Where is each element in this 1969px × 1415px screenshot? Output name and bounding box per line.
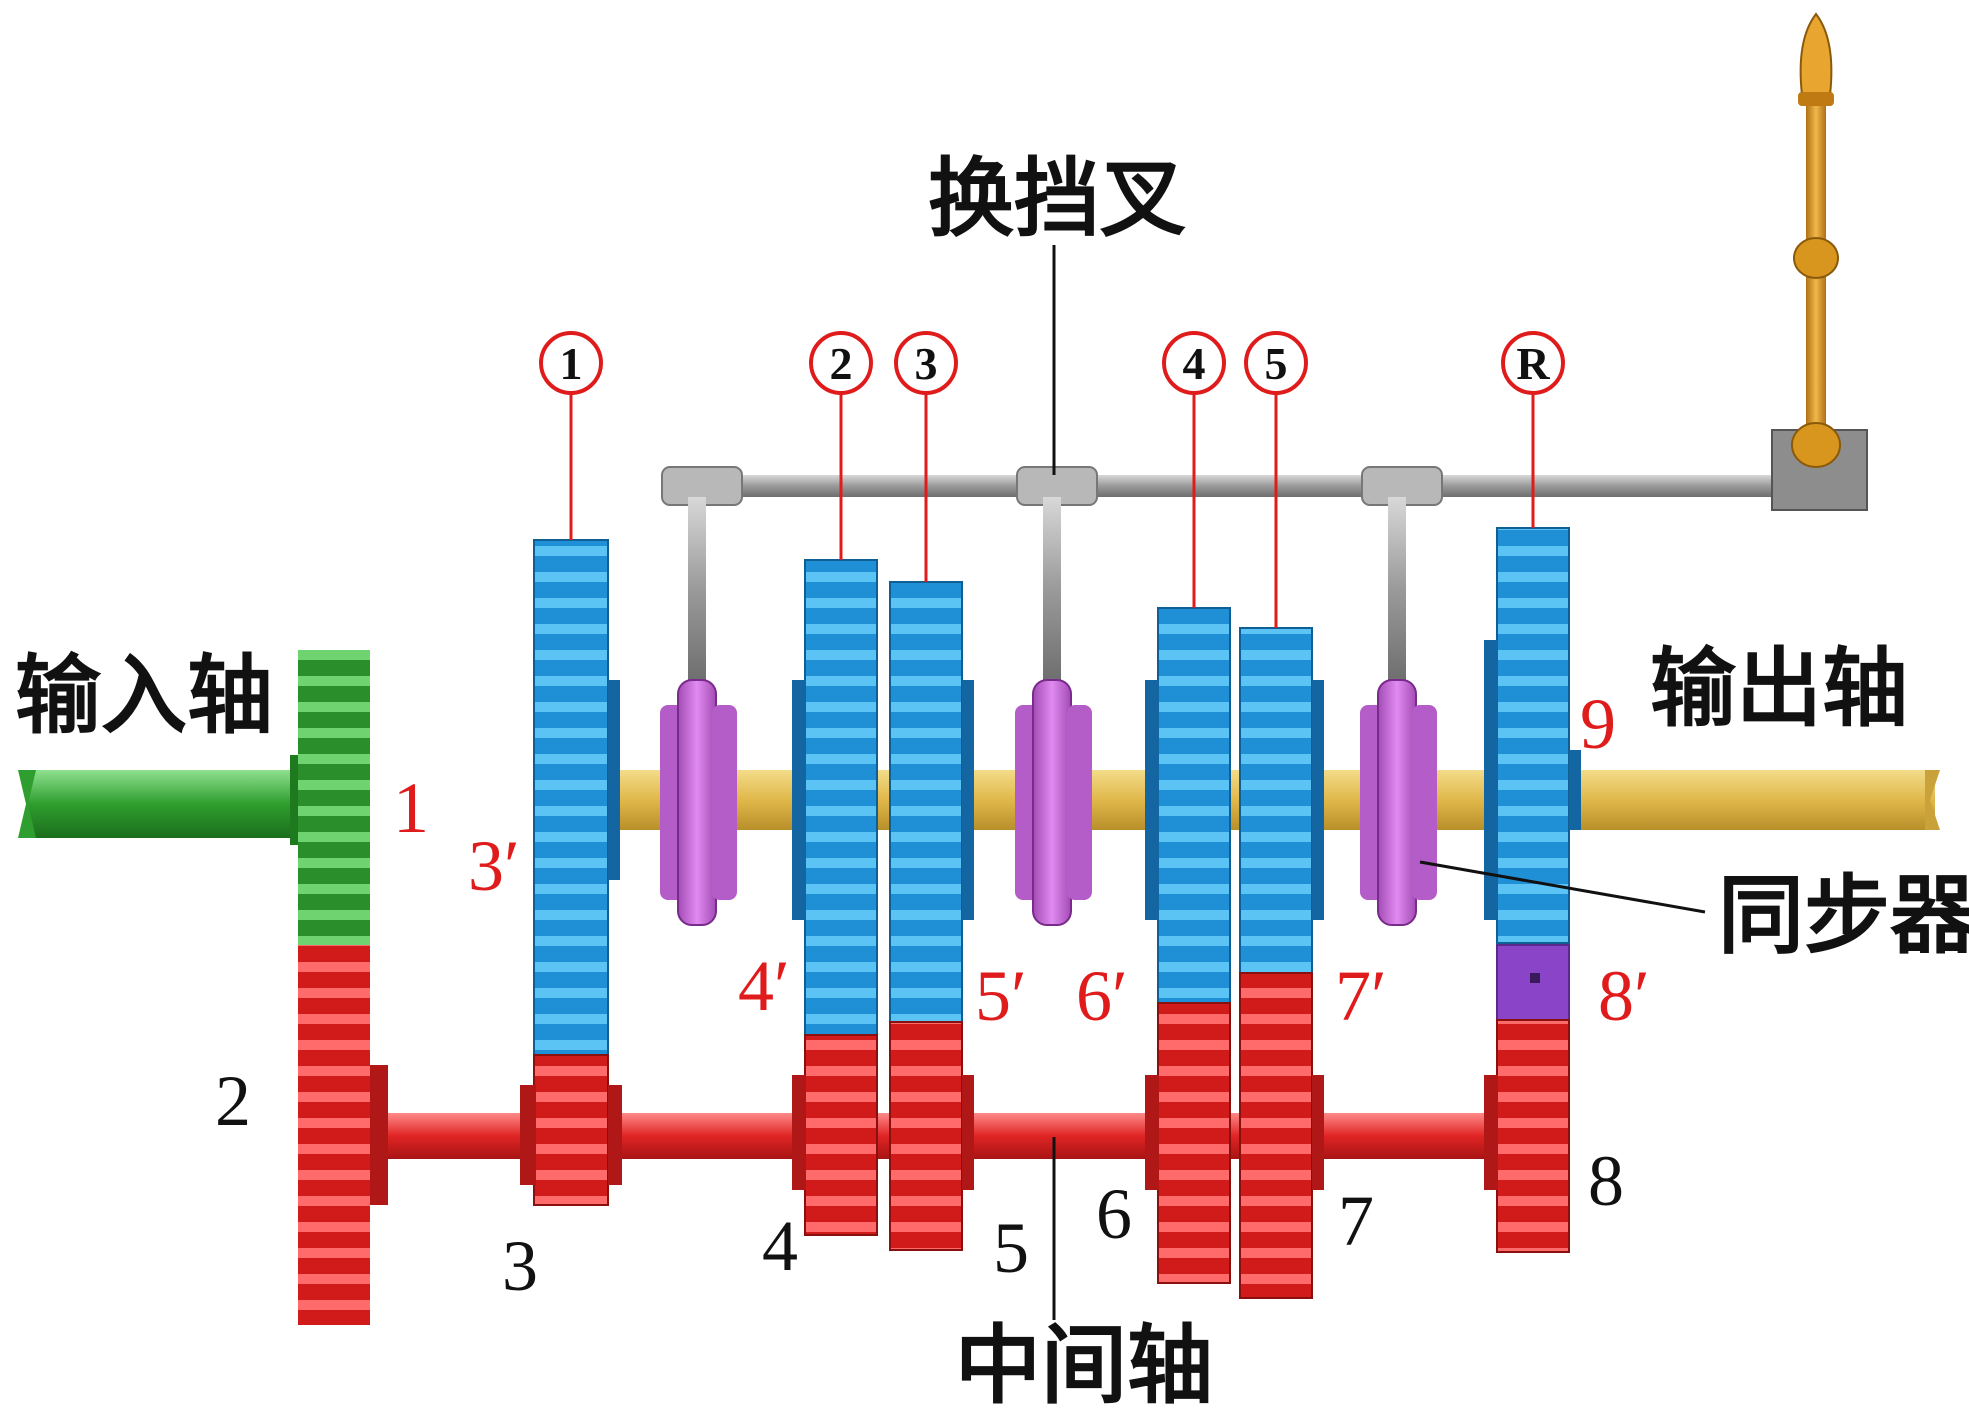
countershaft-drive-gear	[298, 945, 388, 1325]
gear-position-callouts: 1 2 3 4 5 R	[539, 331, 1565, 628]
num-red-3p: 3′	[468, 826, 520, 906]
num-red-6p: 6′	[1076, 956, 1128, 1036]
callout-2	[809, 331, 873, 395]
callout-3-label: 3	[915, 338, 938, 389]
synchronizer-3-4	[1015, 679, 1092, 926]
num-red-7p: 7′	[1335, 956, 1387, 1036]
callout-r	[1501, 331, 1565, 395]
synchronizer-label: 同步器	[1718, 866, 1969, 966]
output-shaft-label: 输出轴	[1650, 639, 1908, 739]
counter-gear-7	[1239, 972, 1324, 1299]
callout-4-label: 4	[1183, 338, 1206, 389]
main-gear-2	[792, 559, 878, 1036]
num-red-4p: 4′	[738, 946, 790, 1026]
num-3: 3	[502, 1226, 538, 1306]
shift-rail	[661, 466, 1790, 682]
countershaft-label: 中间轴	[955, 1316, 1213, 1415]
callout-1	[539, 331, 603, 395]
callout-3	[894, 331, 958, 395]
num-4: 4	[762, 1206, 798, 1286]
callout-5	[1244, 331, 1308, 395]
callout-4	[1162, 331, 1226, 395]
counter-gear-8	[1484, 1019, 1570, 1253]
callout-5-label: 5	[1265, 338, 1288, 389]
synchronizer-5-r	[1360, 679, 1437, 926]
num-red-9: 9	[1580, 684, 1616, 764]
callout-1-label: 1	[560, 338, 583, 389]
leader-lines	[1052, 245, 1706, 1320]
num-8: 8	[1588, 1141, 1624, 1221]
main-gear-3	[889, 581, 974, 1023]
counter-gear-4	[792, 1034, 878, 1236]
num-5: 5	[993, 1208, 1029, 1288]
input-shaft	[18, 770, 298, 838]
black-gear-numbers: 2 3 4 5 6 7 8	[215, 1061, 1624, 1306]
shift-lever	[1771, 12, 1868, 511]
input-gear	[290, 650, 370, 945]
red-gear-numbers: 1 3′ 4′ 5′ 6′ 7′ 8′ 9	[393, 684, 1650, 1036]
callout-2-label: 2	[830, 338, 853, 389]
num-red-1: 1	[393, 768, 429, 848]
num-2: 2	[215, 1061, 251, 1141]
main-gear-1	[533, 539, 620, 1056]
num-6: 6	[1096, 1174, 1132, 1254]
reverse-idler	[1496, 944, 1570, 1021]
num-red-5p: 5′	[975, 956, 1027, 1036]
main-gear-4	[1145, 607, 1231, 1004]
main-gear-reverse	[1484, 527, 1581, 944]
synchronizer-1-2	[660, 679, 737, 926]
counter-gear-5	[889, 1021, 974, 1251]
input-shaft-label: 输入轴	[15, 646, 273, 746]
num-red-8p: 8′	[1598, 956, 1650, 1036]
main-gear-5	[1239, 627, 1324, 974]
counter-gear-3	[520, 1054, 622, 1206]
num-7: 7	[1338, 1181, 1374, 1261]
shift-fork-label: 换挡叉	[928, 149, 1186, 249]
callout-r-label: R	[1516, 338, 1550, 389]
counter-gear-6	[1145, 1002, 1231, 1284]
